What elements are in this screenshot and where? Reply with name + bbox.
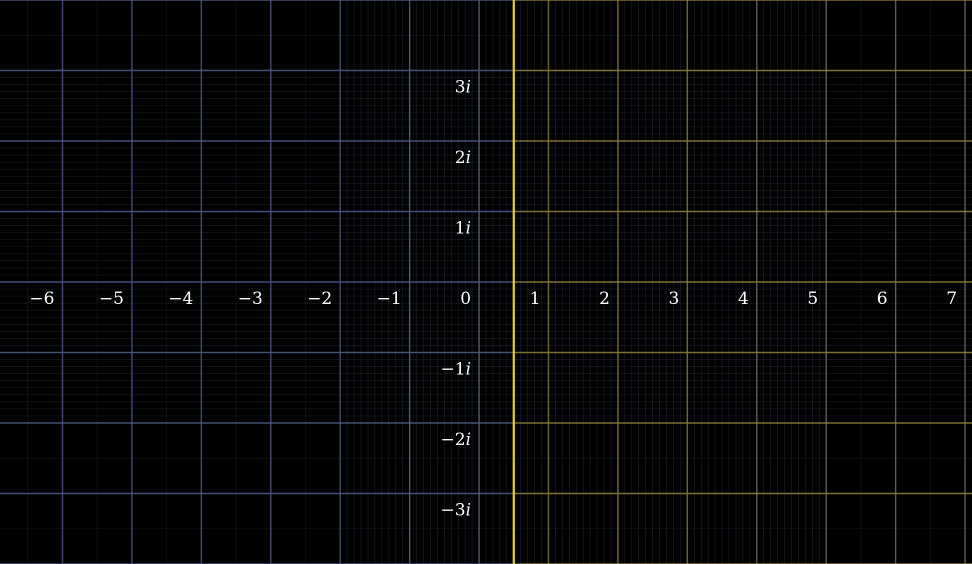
- x-tick-label: 2: [599, 289, 610, 309]
- tick-labels: −6 −5 −4 −3 −2 −1 0 1 2 3 4 5 6 7 3i 2i 1i −1i −2i −3i: [29, 78, 957, 521]
- y-tick-label: −1i: [441, 360, 472, 380]
- y-tick-label: −2i: [441, 430, 472, 450]
- x-tick-label: −1: [377, 289, 402, 309]
- x-tick-label: 3: [669, 289, 680, 309]
- x-tick-label: 5: [807, 289, 818, 309]
- x-tick-label: 1: [530, 289, 541, 309]
- x-tick-label: 6: [877, 289, 888, 309]
- y-tick-label: −3i: [441, 501, 472, 521]
- x-tick-label: −6: [29, 289, 54, 309]
- x-tick-label: −2: [307, 289, 332, 309]
- x-tick-label: −4: [168, 289, 193, 309]
- y-tick-label: 3i: [455, 78, 471, 98]
- y-tick-label: 2i: [455, 148, 471, 168]
- x-tick-label: −3: [238, 289, 263, 309]
- y-tick-label: 1i: [455, 219, 471, 239]
- x-tick-label: 0: [460, 289, 471, 309]
- x-tick-label: −5: [99, 289, 124, 309]
- x-tick-label: 4: [738, 289, 749, 309]
- x-tick-label: 7: [946, 289, 957, 309]
